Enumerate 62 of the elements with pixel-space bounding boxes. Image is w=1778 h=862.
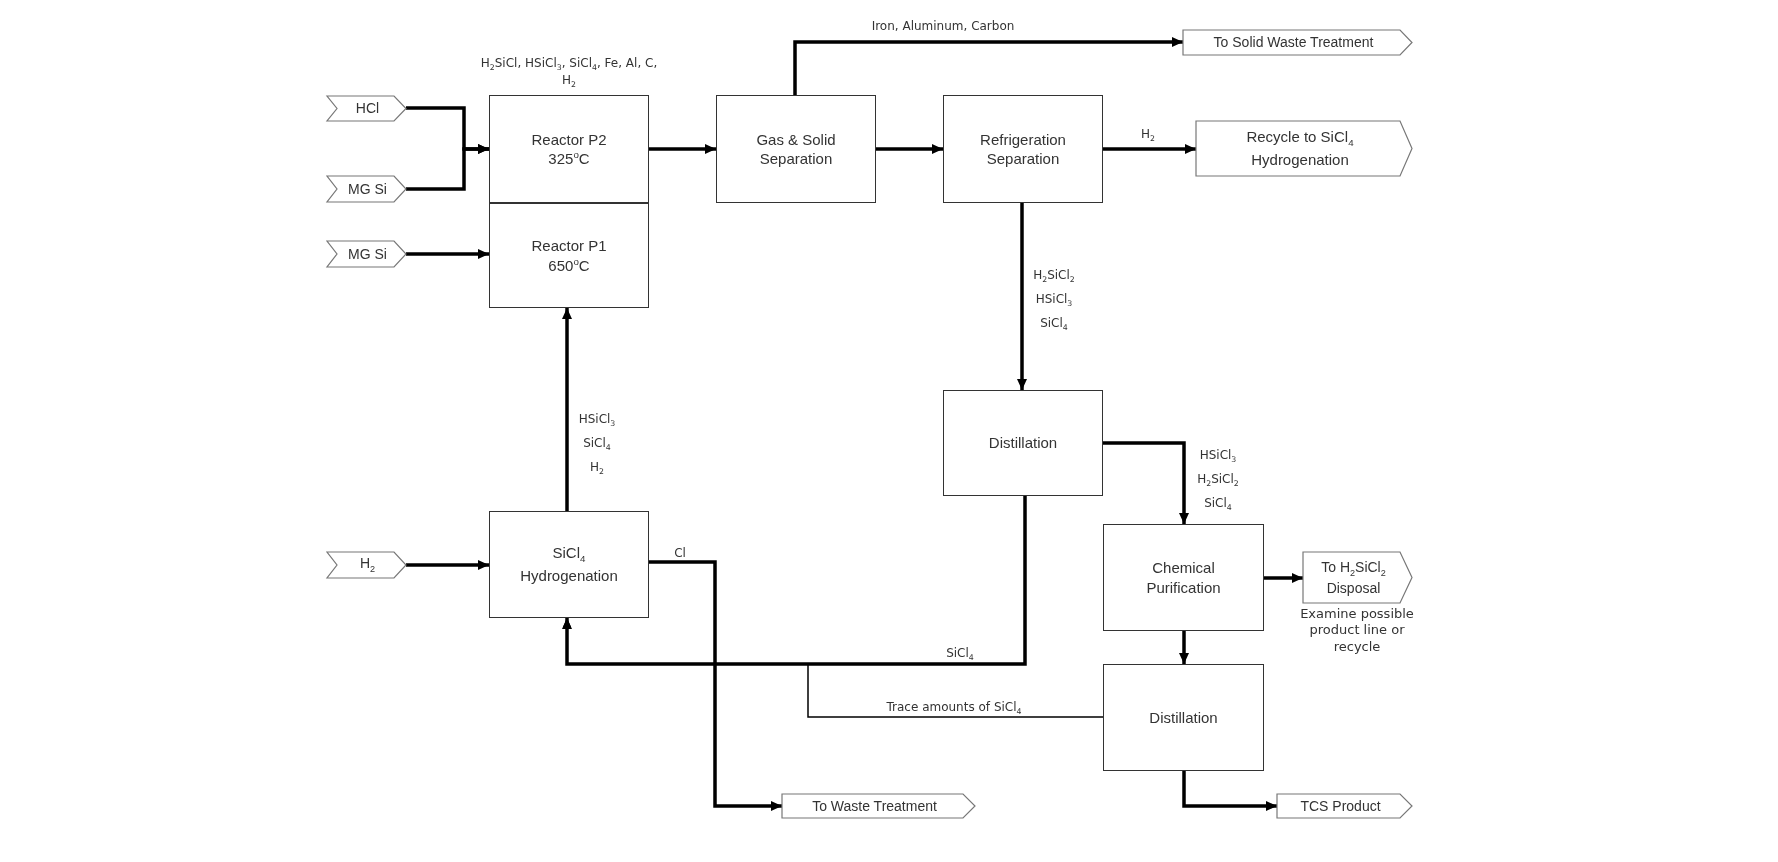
process-box [1103,524,1264,631]
node-label: 325$^{o}$C [548,149,590,169]
feed-tag [327,241,406,267]
node-label: MG Si [348,179,387,199]
feed-tag [327,176,406,202]
arrow [649,560,782,811]
node-label: HCl [355,99,380,118]
node-label: Gas & Solid Separation [755,129,837,169]
edge-label: Iron, Aluminum, Carbon [870,19,1016,34]
arrow [1103,441,1189,524]
feed-tag [327,96,406,121]
edge-label: H$_{2}$SiCl$_{2}$ HSiCl$_{3}$ SiCl$_{4}$ [1032,267,1076,335]
arrow [1182,771,1277,811]
node-label: Distillation [1149,707,1218,728]
destination-tag [1277,794,1412,818]
process-box [716,95,876,203]
arrow [649,144,716,154]
stream-note: Examine possible product line or recycle [1299,606,1415,655]
destination-tag [782,794,975,818]
edge-label: H$_{2}$ [1140,127,1156,145]
process-box [943,390,1103,496]
process-box [489,511,649,618]
node-label: MG Si [348,244,387,264]
node-label: TCS Product [1300,796,1381,816]
arrow [1179,631,1189,664]
process-box [489,95,649,203]
feed-tag [327,552,406,578]
edge-label: HSiCl$_{3}$ SiCl$_{4}$ H$_{2}$ [577,411,617,479]
node-label: To H$_{2}$SiCl$_{2}$ Disposal [1320,557,1387,598]
destination-tag [1183,30,1412,55]
arrow [1264,573,1303,583]
edge-label: SiCl$_{4}$ [945,646,975,664]
node-label: Distillation [988,433,1058,453]
edge-label: Trace amounts of SiCl$_{4}$ [885,700,1023,718]
node-label: Reactor P2 [531,129,607,149]
arrow [562,308,572,511]
destination-tag [1303,552,1412,603]
process-box [943,95,1103,203]
node-label: Recycle to SiCl$_{4}$ Hydrogenation [1245,127,1355,170]
arrow [406,560,489,570]
node-label: To Waste Treatment [812,796,937,816]
edge-label: HSiCl$_{3}$ H$_{2}$SiCl$_{2}$ SiCl$_{4}$ [1196,447,1240,515]
arrow [406,144,489,191]
destination-tag [1196,121,1412,176]
process-box [489,203,649,308]
arrow [406,249,489,259]
node-label: H$_{2}$ [359,554,376,576]
arrow [563,617,1104,718]
arrow [1017,203,1027,390]
node-label: 650$^{o}$C [548,255,590,275]
node-label: SiCl$_{4}$ Hydrogenation [519,543,619,586]
stream-note: H$_{2}$SiCl, HSiCl$_{3}$, SiCl$_{4}$, Fe, Al, C, H$_{2}$ [479,56,659,91]
edge-label: Cl [673,546,687,561]
arrow [876,144,943,154]
arrow [562,496,1027,666]
arrow [1103,144,1196,154]
node-label: Refrigeration Separation [979,129,1067,169]
process-box [1103,664,1264,771]
node-label: Reactor P1 [531,236,607,256]
node-label: Chemical Purification [1145,558,1222,597]
node-label: To Solid Waste Treatment [1213,33,1374,52]
arrow [793,37,1183,95]
